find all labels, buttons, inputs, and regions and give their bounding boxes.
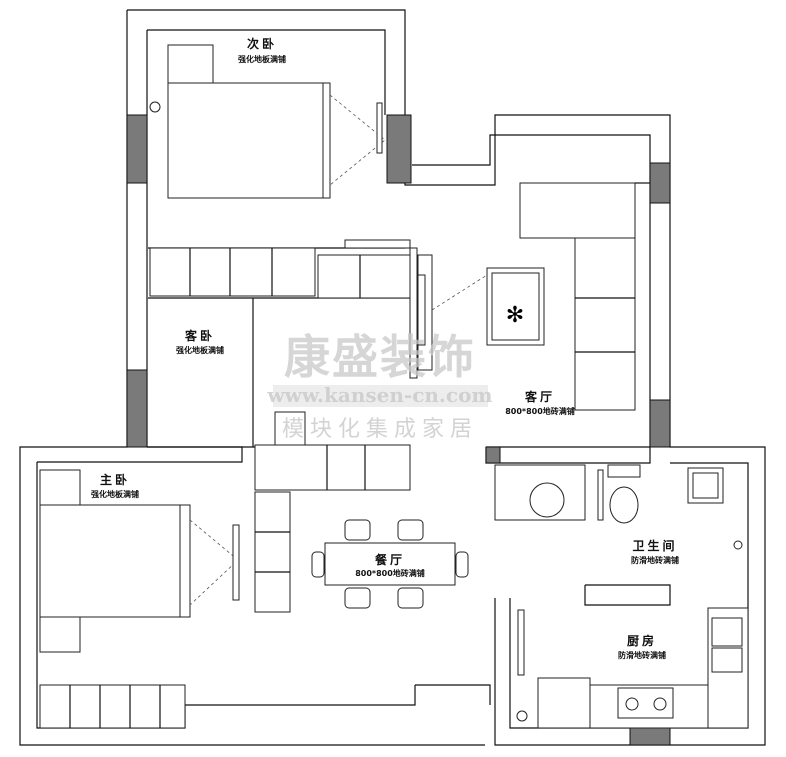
watermark-brand: 康盛装饰: [284, 330, 476, 384]
guest-bedroom-floor: 强化地板满铺: [176, 345, 224, 355]
guest-bedroom-label: 客卧: [184, 328, 215, 343]
bathroom-fixtures: [494, 464, 743, 550]
guest-bedroom-furniture: [149, 239, 418, 491]
dining-room-floor: 800*800地砖满铺: [355, 568, 425, 578]
living-room-furniture: ✻: [417, 182, 650, 411]
master-bedroom-floor: 强化地板满铺: [91, 489, 139, 499]
watermark: 康盛装饰 www.kansen-cn.com 模块化集成家居: [266, 330, 492, 442]
living-room-floor: 800*800地砖满铺: [505, 406, 575, 416]
bathroom-floor: 防滑地砖满铺: [631, 555, 679, 565]
watermark-slogan: 模块化集成家居: [282, 417, 478, 442]
master-bedroom-label: 主卧: [100, 472, 130, 487]
kitchen-label: 厨房: [627, 633, 657, 648]
room-labels: 次卧 强化地板满铺 客卧 强化地板满铺 客厅 800*800地砖满铺 主卧 强化…: [91, 36, 679, 660]
second-bedroom-floor: 强化地板满铺: [238, 54, 286, 64]
living-room-label: 客厅: [524, 389, 555, 404]
plant-icon: ✻: [506, 302, 524, 327]
dining-room-label: 餐厅: [375, 552, 405, 567]
kitchen-fixtures: [516, 607, 749, 729]
second-bedroom-furniture: [149, 44, 386, 199]
second-bedroom-label: 次卧: [247, 36, 277, 51]
kitchen-floor: 防滑地砖满铺: [618, 650, 666, 660]
watermark-url: www.kansen-cn.com: [266, 383, 492, 407]
bathroom-label: 卫生间: [632, 538, 677, 553]
dining-furniture: [254, 491, 469, 613]
master-bedroom-furniture: [39, 469, 240, 729]
